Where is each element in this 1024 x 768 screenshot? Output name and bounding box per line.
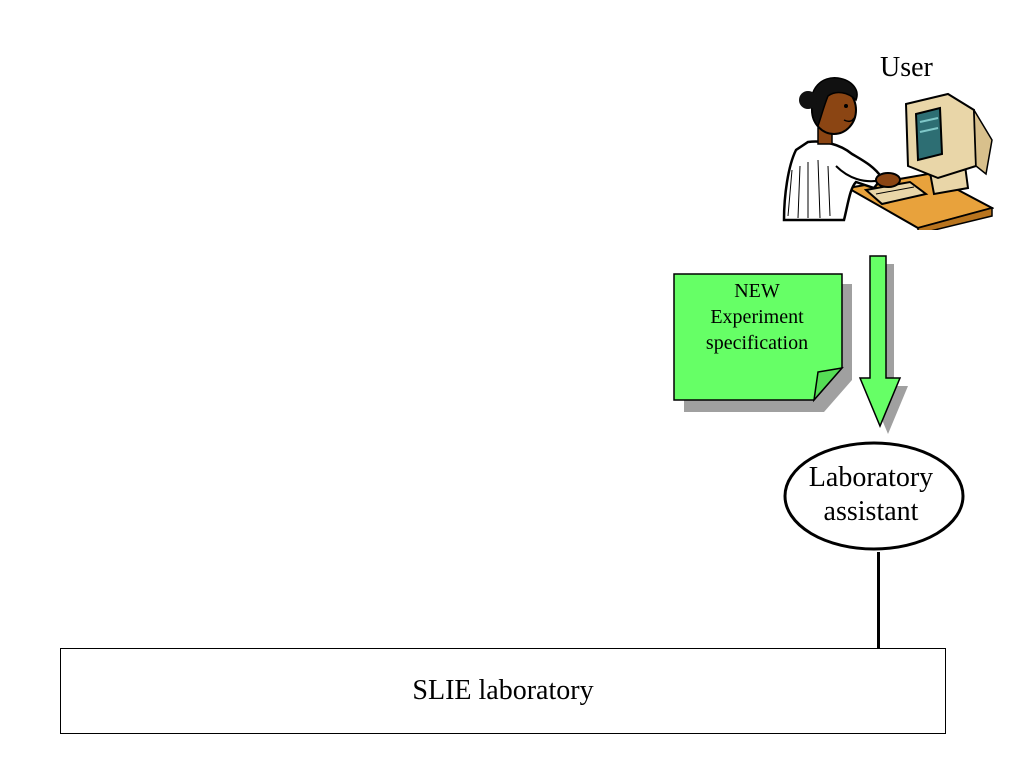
note-line-2: Experiment [710,306,804,328]
down-arrow-icon [858,255,908,434]
laboratory-label: SLIE laboratory [412,675,594,706]
note-line-1: NEW [734,280,780,302]
experiment-spec-note-shape [673,273,852,412]
user-at-computer-icon [782,77,994,230]
experiment-spec-note: NEW Experiment specification [676,278,838,356]
laboratory-assistant-node: Laboratory assistant [786,461,956,529]
user-label: User [880,52,933,83]
assistant-to-lab-connector [877,552,880,648]
slie-laboratory-box: SLIE laboratory [60,648,946,734]
assistant-line-1: Laboratory [808,462,934,493]
assistant-ellipse [783,441,965,551]
assistant-line-2: assistant [823,496,919,527]
note-line-3: specification [705,332,809,354]
